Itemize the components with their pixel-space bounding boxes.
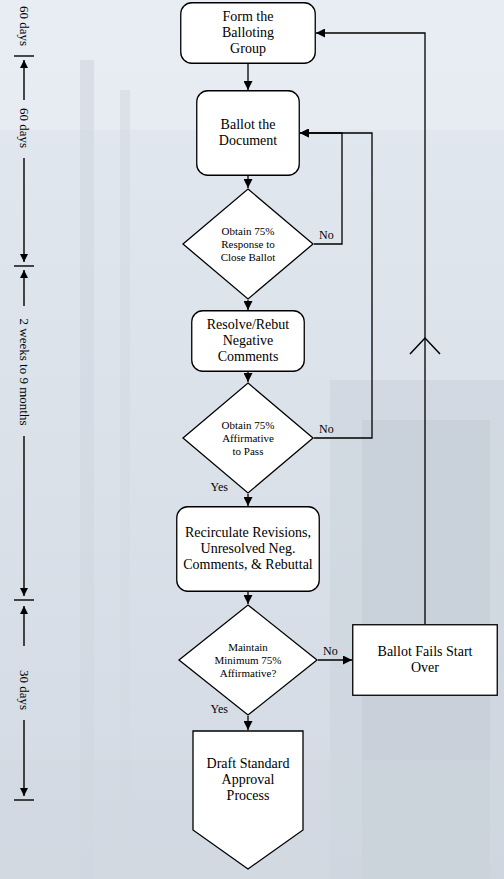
decision-diamond: Maintain Minimum 75% Affirmative? xyxy=(178,604,318,716)
duration-label: 30 days xyxy=(17,670,32,710)
box-outline xyxy=(192,311,305,372)
flow-arrow xyxy=(247,592,248,604)
flow-arrow xyxy=(247,300,248,310)
box-outline xyxy=(177,507,320,592)
node-text: Obtain 75% Affirmative to Pass xyxy=(217,419,279,458)
process-box: Form the Balloting Group xyxy=(180,2,316,64)
node-text: Maintain Minimum 75% Affirmative? xyxy=(213,641,283,680)
process-box: Recirculate Revisions, Unresolved Neg. C… xyxy=(176,506,320,592)
node-text: Draft Standard Approval Process xyxy=(203,756,293,804)
branch-label: Yes xyxy=(211,480,228,494)
node-text: Ballot the Document xyxy=(215,117,281,149)
duration-label: 60 days xyxy=(17,6,32,46)
branch-label: No xyxy=(323,644,338,658)
node-text: Ballot Fails Start Over xyxy=(375,644,475,676)
node-label: Obtain 75% Response to Close Ballot xyxy=(217,225,279,264)
decision-diamond: Obtain 75% Response to Close Ballot xyxy=(182,188,314,300)
flow-arrow xyxy=(247,716,248,730)
diamond-outline xyxy=(183,189,313,299)
next-step-shape: Draft Standard Approval Process xyxy=(192,730,304,870)
flow-arrow xyxy=(247,494,248,506)
node-label: Ballot the Document xyxy=(215,117,281,149)
time-tick xyxy=(14,599,34,600)
time-tick xyxy=(14,55,34,56)
node-label: Maintain Minimum 75% Affirmative? xyxy=(213,641,283,680)
time-tick xyxy=(14,799,34,800)
box-outline xyxy=(197,91,300,176)
flow-arrow xyxy=(247,372,248,382)
box-outline xyxy=(181,3,316,64)
duration-label: 2 weeks to 9 months xyxy=(17,319,32,426)
branch-label: Yes xyxy=(211,702,228,716)
flow-arrow xyxy=(300,133,372,438)
node-text: Resolve/Rebut Negative Comments xyxy=(198,317,298,365)
diamond-outline xyxy=(179,605,317,715)
column-shape xyxy=(80,60,94,879)
time-arrow xyxy=(23,60,24,100)
node-label: Form the Balloting Group xyxy=(206,9,290,57)
process-box: Ballot the Document xyxy=(196,90,300,176)
node-text: Obtain 75% Response to Close Ballot xyxy=(217,225,279,264)
time-arrow xyxy=(23,436,24,596)
node-text: Recirculate Revisions, Unresolved Neg. C… xyxy=(183,525,313,573)
node-label: Resolve/Rebut Negative Comments xyxy=(198,317,298,365)
pentagon-outline xyxy=(193,731,303,869)
flow-arrow xyxy=(247,176,248,188)
diamond-outline xyxy=(183,383,313,493)
time-arrow xyxy=(23,606,24,646)
duration-label: 60 days xyxy=(17,108,32,148)
time-arrow xyxy=(23,158,24,262)
flow-arrow xyxy=(316,33,425,624)
process-box: Resolve/Rebut Negative Comments xyxy=(191,310,305,372)
time-tick xyxy=(14,265,34,266)
decision-diamond: Obtain 75% Affirmative to Pass xyxy=(182,382,314,494)
node-text: Form the Balloting Group xyxy=(206,9,290,57)
node-label: Ballot Fails Start Over xyxy=(375,644,475,676)
node-label: Draft Standard Approval Process xyxy=(203,756,293,804)
flow-arrow xyxy=(247,64,248,90)
flow-arrow xyxy=(300,133,342,244)
box-outline xyxy=(353,625,498,696)
node-label: Obtain 75% Affirmative to Pass xyxy=(217,419,279,458)
node-label: Recirculate Revisions, Unresolved Neg. C… xyxy=(183,525,313,573)
branch-label: No xyxy=(319,228,334,242)
flow-arrow xyxy=(318,659,352,660)
branch-label: No xyxy=(319,422,334,436)
time-arrow xyxy=(23,270,24,306)
result-box: Ballot Fails Start Over xyxy=(352,624,498,696)
time-arrow xyxy=(23,720,24,796)
